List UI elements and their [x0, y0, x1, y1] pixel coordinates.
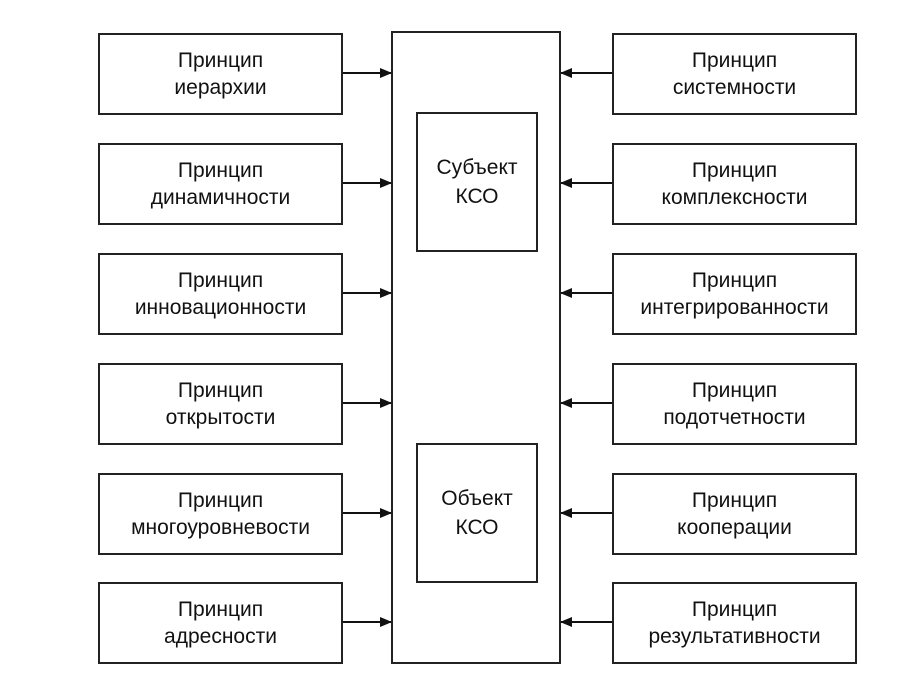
principle-word: Принцип — [177, 598, 264, 621]
principle-word: Принцип — [691, 489, 778, 512]
left-principle-box: Принцип динамичности — [98, 143, 343, 225]
left-principle-box: Принцип иерархии — [98, 33, 343, 115]
principle-name: динамичности — [150, 186, 291, 209]
principle-name: подотчетности — [663, 406, 806, 429]
subject-label-line2: КСО — [455, 185, 499, 208]
principle-word: Принцип — [177, 49, 264, 72]
right-principle-box: Принцип системности — [612, 33, 857, 115]
principle-word: Принцип — [691, 379, 778, 402]
principle-name: кооперации — [677, 516, 792, 539]
principle-name: комплексности — [661, 186, 808, 209]
principle-word: Принцип — [691, 49, 778, 72]
principle-name: инновационности — [134, 296, 307, 319]
left-principle-box: Принцип адресности — [98, 582, 343, 664]
principle-name: открытости — [165, 406, 276, 429]
right-principle-box: Принцип результативности — [612, 582, 857, 664]
principle-word: Принцип — [177, 489, 264, 512]
principle-name: интегрированности — [640, 296, 829, 319]
left-principle-box: Принцип многоуровневости — [98, 473, 343, 555]
object-box: Объект КСО — [416, 443, 538, 583]
subject-label-line1: Субъект — [436, 156, 518, 179]
principle-name: иерархии — [174, 76, 267, 99]
principle-word: Принцип — [691, 598, 778, 621]
right-principle-box: Принцип интегрированности — [612, 253, 857, 335]
object-label-line1: Объект — [441, 487, 513, 510]
principle-name: системности — [672, 76, 797, 99]
left-principle-box: Принцип открытости — [98, 363, 343, 445]
right-principle-box: Принцип подотчетности — [612, 363, 857, 445]
object-label-line2: КСО — [455, 516, 499, 539]
principle-name: адресности — [164, 625, 277, 648]
left-principle-box: Принцип инновационности — [98, 253, 343, 335]
right-principle-box: Принцип комплексности — [612, 143, 857, 225]
principle-word: Принцип — [177, 269, 264, 292]
principle-word: Принцип — [177, 159, 264, 182]
principle-word: Принцип — [691, 269, 778, 292]
right-principle-box: Принцип кооперации — [612, 473, 857, 555]
principle-word: Принцип — [691, 159, 778, 182]
subject-box: Субъект КСО — [416, 112, 538, 252]
principle-name: многоуровневости — [131, 516, 310, 539]
principle-name: результативности — [648, 625, 821, 648]
principle-word: Принцип — [177, 379, 264, 402]
